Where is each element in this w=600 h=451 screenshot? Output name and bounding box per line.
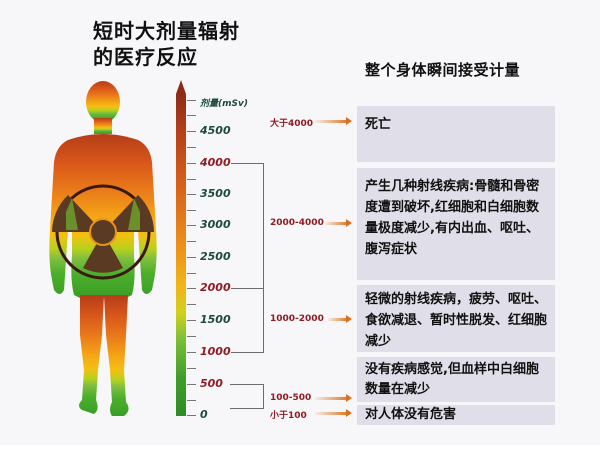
bracket-line xyxy=(231,288,264,289)
radiation-icon xyxy=(52,184,154,280)
arrow-right-icon xyxy=(315,409,352,417)
tick-label-1000: 1000 xyxy=(200,345,231,358)
arrow-right-icon xyxy=(328,315,352,323)
scale-tick-minor xyxy=(187,115,196,116)
tick-label-500: 500 xyxy=(200,377,223,390)
tick-label-3500: 3500 xyxy=(200,187,231,200)
scale-tick-minor xyxy=(187,210,196,211)
dose-scale-bar xyxy=(176,94,186,416)
arrow-right-icon xyxy=(315,394,352,402)
bracket-line xyxy=(231,352,264,353)
bracket-line xyxy=(263,384,264,408)
range-label-100-500: 100-500 xyxy=(270,393,312,403)
title-line-1: 短时大剂量辐射 xyxy=(93,19,240,43)
scale-tick xyxy=(187,415,196,416)
scale-tick-minor xyxy=(187,179,196,180)
scale-tick xyxy=(187,288,196,289)
arrow-right-icon xyxy=(315,117,352,125)
tick-label-0: 0 xyxy=(200,408,208,421)
title-line-2: 的医疗反应 xyxy=(93,45,198,69)
scale-tick xyxy=(187,163,196,164)
column-heading: 整个身体瞬间接受计量 xyxy=(365,61,521,79)
scale-tick-minor xyxy=(187,147,196,148)
effect-box-2000-4000: 产生几种射线疾病:骨髓和骨密度遭到破坏,红细胞和白细胞数量极度减少,有内出血、呕… xyxy=(357,168,555,280)
scale-unit-label: 剂量(mSv) xyxy=(200,99,248,109)
bracket-line xyxy=(231,163,264,164)
scale-tick-minor xyxy=(187,304,196,305)
range-label-1000-2000: 1000-2000 xyxy=(270,314,324,324)
bracket-line xyxy=(230,384,264,385)
tick-label-4000: 4000 xyxy=(200,156,231,169)
scale-tick-minor xyxy=(187,368,196,369)
bracket-line xyxy=(263,288,264,352)
tick-label-2000: 2000 xyxy=(200,281,231,294)
scale-tick xyxy=(187,225,196,226)
scale-tick-minor xyxy=(187,273,196,274)
range-label-2000-4000: 2000-4000 xyxy=(270,218,324,228)
bracket-line xyxy=(263,163,264,288)
tick-label-2500: 2500 xyxy=(200,250,231,263)
scale-arrow-tip-icon xyxy=(176,80,186,94)
scale-tick xyxy=(187,257,196,258)
effect-box-100-500: 没有疾病感觉,但血样中白细胞数量在减少 xyxy=(357,357,555,402)
arrow-right-icon xyxy=(325,219,352,227)
scale-tick-minor xyxy=(187,241,196,242)
effect-box-lt100: 对人体没有危害 xyxy=(357,405,555,425)
tick-label-1500: 1500 xyxy=(200,313,231,326)
tick-label-3000: 3000 xyxy=(200,218,231,231)
page-title: 短时大剂量辐射 的医疗反应 xyxy=(93,18,240,70)
scale-tick xyxy=(187,320,196,321)
range-label-gt4000: 大于4000 xyxy=(270,119,314,129)
range-label-lt100: 小于100 xyxy=(270,411,307,421)
scale-tick xyxy=(187,100,196,101)
scale-tick xyxy=(187,384,196,385)
scale-tick xyxy=(187,352,196,353)
tick-label-4500: 4500 xyxy=(200,124,231,137)
scale-tick-minor xyxy=(187,336,196,337)
bracket-line xyxy=(230,408,264,409)
scale-tick xyxy=(187,131,196,132)
effect-box-1000-2000: 轻微的射线疾病，疲劳、呕吐、食欲减退、暂时性脱发、红细胞减少 xyxy=(357,285,555,352)
human-silhouette-icon xyxy=(49,81,157,416)
effect-box-gt4000: 死亡 xyxy=(357,106,555,162)
scale-tick-minor xyxy=(187,400,196,401)
scale-tick xyxy=(187,194,196,195)
